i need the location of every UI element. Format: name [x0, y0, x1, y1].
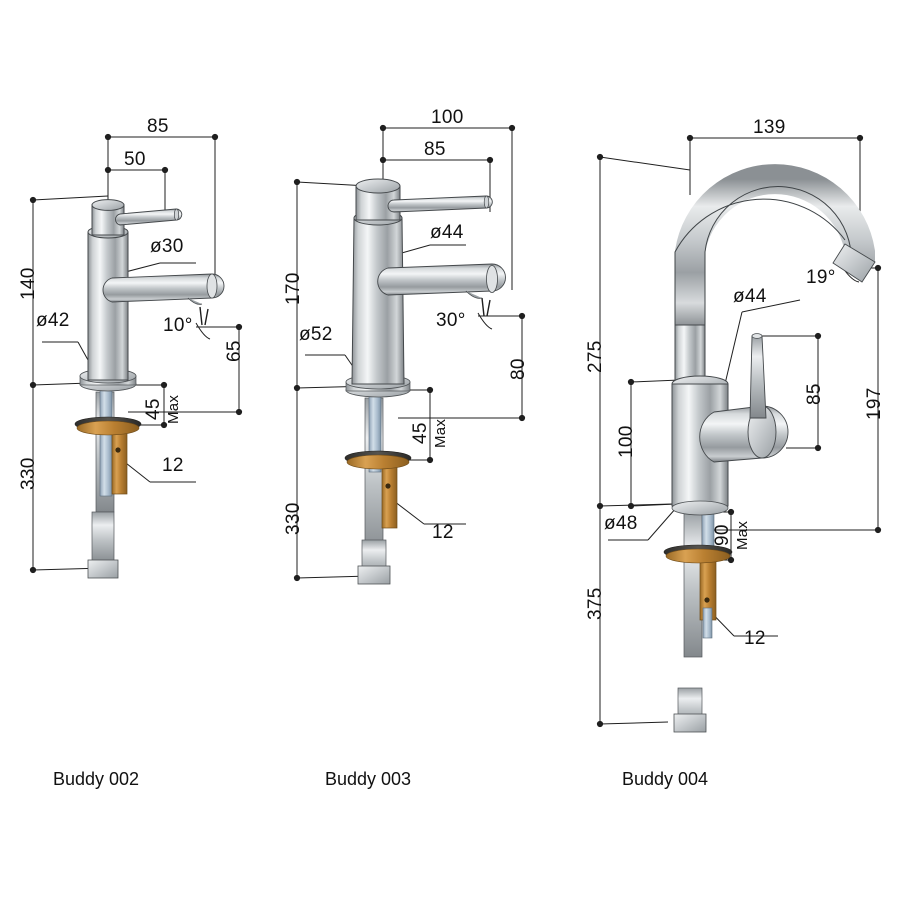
- faucet-buddy-002: [74, 199, 225, 579]
- dim-buddy-004-body-diameter: ø44: [733, 286, 767, 307]
- product-label-buddy-004: Buddy 004: [622, 769, 709, 789]
- dim-buddy-002-body-diameter: ø30: [150, 236, 184, 257]
- dim-buddy-004-spout-outlet-height: 197: [864, 387, 885, 420]
- dim-buddy-004-connection: 12: [744, 628, 766, 649]
- dim-buddy-003-outlet-angle: 30°: [436, 310, 466, 331]
- product-label-buddy-003: Buddy 003: [325, 769, 412, 789]
- dim-buddy-002-height-above: 140: [18, 267, 39, 300]
- dim-buddy-002-mount-note: Max: [165, 394, 182, 424]
- dim-buddy-004-reach: 139: [753, 117, 786, 138]
- faucet-buddy-003: [344, 178, 506, 585]
- dim-buddy-002-height-below: 330: [18, 457, 39, 490]
- dim-buddy-002-base-diameter: ø42: [36, 310, 70, 331]
- dim-buddy-003-body-diameter: ø44: [430, 222, 464, 243]
- dim-buddy-003-connection: 12: [432, 522, 454, 543]
- dim-buddy-002-spout-height: 65: [224, 340, 245, 362]
- dim-buddy-002-outlet-angle: 10°: [163, 315, 193, 336]
- dim-buddy-003-mount-note: Max: [432, 418, 449, 448]
- dim-buddy-003-reach: 100: [431, 107, 464, 128]
- dim-buddy-003-handle-offset: 85: [424, 139, 446, 160]
- dim-buddy-004-outlet-angle: 19°: [806, 267, 836, 288]
- dim-buddy-002-handle-offset: 50: [124, 149, 146, 170]
- dim-buddy-004-height-below: 375: [585, 587, 606, 620]
- product-label-buddy-002: Buddy 002: [53, 769, 140, 789]
- dim-buddy-004-height-above: 275: [585, 340, 606, 373]
- dim-buddy-002-mount-thickness: 45: [143, 398, 164, 420]
- dim-buddy-004-body-height: 100: [616, 425, 637, 458]
- dimension-lines-buddy-002: [29, 133, 243, 574]
- dim-buddy-002-reach: 85: [147, 116, 169, 137]
- dim-buddy-003-spout-height: 80: [508, 358, 529, 380]
- dim-buddy-004-base-diameter: ø48: [604, 513, 638, 534]
- dim-buddy-002-connection: 12: [162, 455, 184, 476]
- dim-buddy-003-mount-thickness: 45: [410, 422, 431, 444]
- dimension-lines-buddy-003: [293, 124, 526, 582]
- dim-buddy-004-handle-height: 85: [804, 383, 825, 405]
- dim-buddy-003-base-diameter: ø52: [299, 324, 333, 345]
- dim-buddy-004-mount-note: Max: [734, 520, 751, 550]
- dim-buddy-003-height-above: 170: [283, 272, 304, 305]
- faucet-buddy-004: [663, 164, 876, 733]
- dim-buddy-003-height-below: 330: [283, 502, 304, 535]
- dim-buddy-004-mount-thickness: 90: [712, 524, 733, 546]
